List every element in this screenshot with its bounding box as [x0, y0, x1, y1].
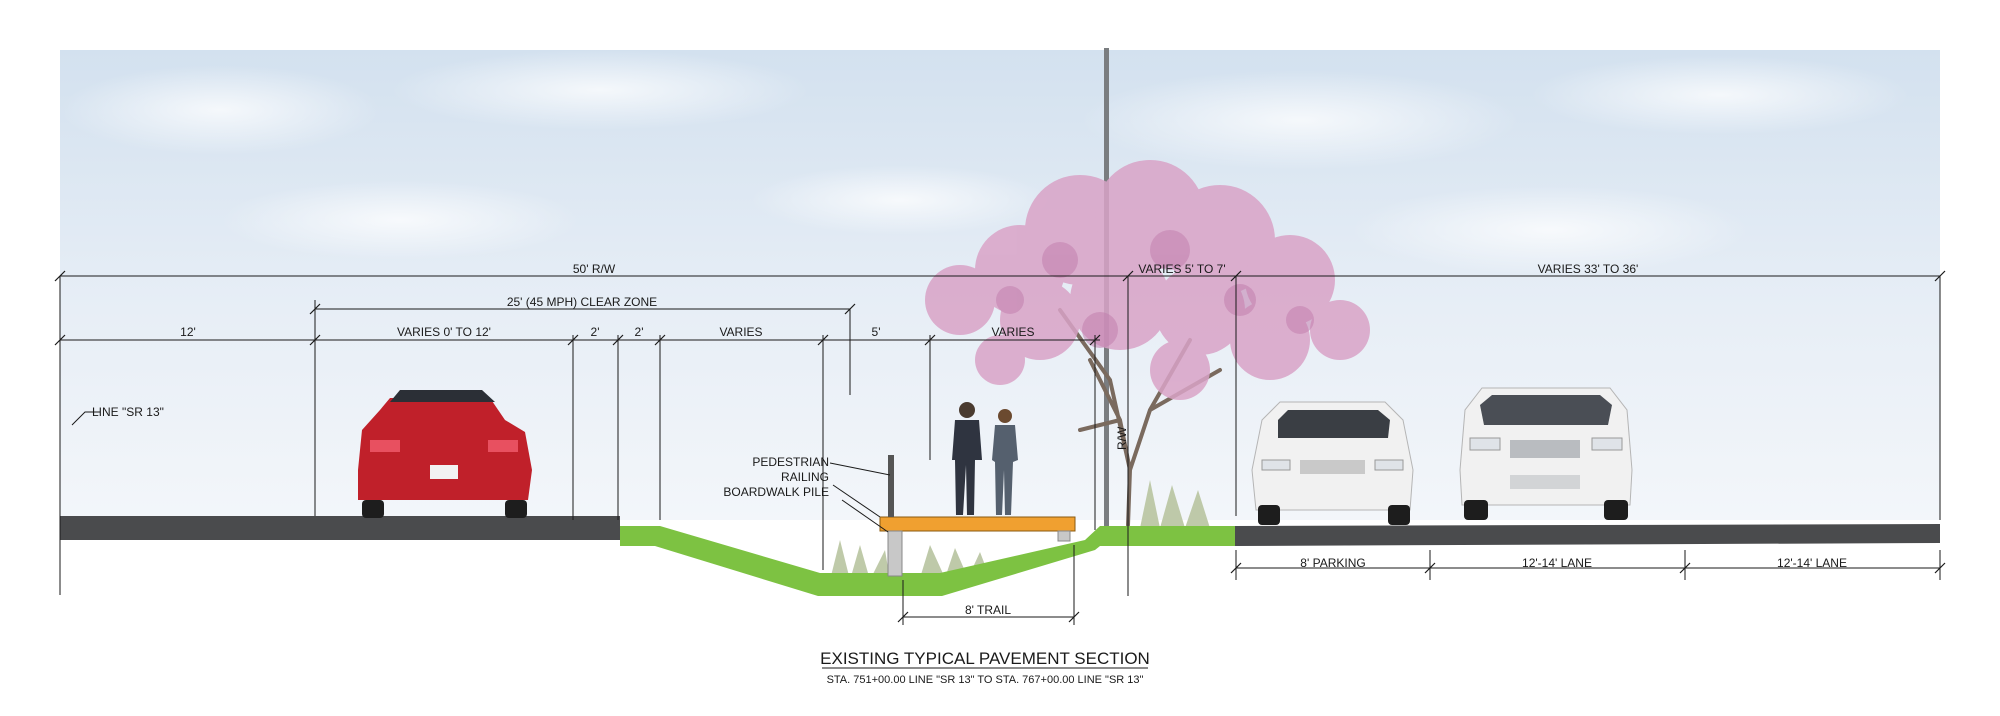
dim-2a: 2'	[591, 325, 600, 339]
dim-varies-a: VARIES	[719, 325, 762, 339]
dim-clear-zone: 25' (45 MPH) CLEAR ZONE	[507, 295, 657, 309]
label-boardwalk-pile: BOARDWALK PILE	[723, 485, 829, 499]
boardwalk	[879, 455, 1076, 577]
dimension-labels: 50' R/W VARIES 5' TO 7' VARIES 33' TO 36…	[180, 262, 1847, 617]
dim-varies-0-12: VARIES 0' TO 12'	[397, 325, 491, 339]
dim-lane-2: 12'-14' LANE	[1777, 556, 1847, 570]
dim-trail: 8' TRAIL	[965, 603, 1011, 617]
roadside-swale	[620, 526, 1235, 596]
drawing-title: EXISTING TYPICAL PAVEMENT SECTION	[820, 649, 1150, 668]
dim-varies-5-7: VARIES 5' TO 7'	[1138, 262, 1225, 276]
pedestrians	[952, 402, 1018, 515]
dimension-lines	[54, 270, 1946, 669]
white-sedan	[1251, 401, 1414, 525]
dim-varies-33-36: VARIES 33' TO 36'	[1538, 262, 1639, 276]
dim-5: 5'	[872, 325, 881, 339]
right-pavement	[1235, 524, 1940, 546]
white-suv	[1459, 387, 1633, 520]
road-profile	[60, 516, 1940, 596]
dim-parking: 8' PARKING	[1300, 556, 1365, 570]
left-pavement	[60, 516, 620, 540]
dim-12: 12'	[180, 325, 196, 339]
dim-varies-b: VARIES	[991, 325, 1034, 339]
label-pedestrian: PEDESTRIAN	[752, 455, 829, 469]
label-rw: R/W	[1115, 426, 1129, 450]
label-line-sr13: LINE "SR 13"	[92, 405, 164, 419]
pedestrian-railing	[888, 455, 894, 517]
callout-labels: LINE "SR 13" PEDESTRIAN RAILING BOARDWAL…	[92, 405, 1129, 499]
label-railing: RAILING	[781, 470, 829, 484]
redbud-tree	[925, 160, 1370, 527]
red-car	[358, 390, 532, 518]
dim-lane-1: 12'-14' LANE	[1522, 556, 1592, 570]
drawing-subtitle: STA. 751+00.00 LINE "SR 13" TO STA. 767+…	[827, 674, 1144, 686]
dim-row-width: 50' R/W	[573, 262, 616, 276]
dim-2b: 2'	[635, 325, 644, 339]
boardwalk-pile	[887, 530, 903, 577]
